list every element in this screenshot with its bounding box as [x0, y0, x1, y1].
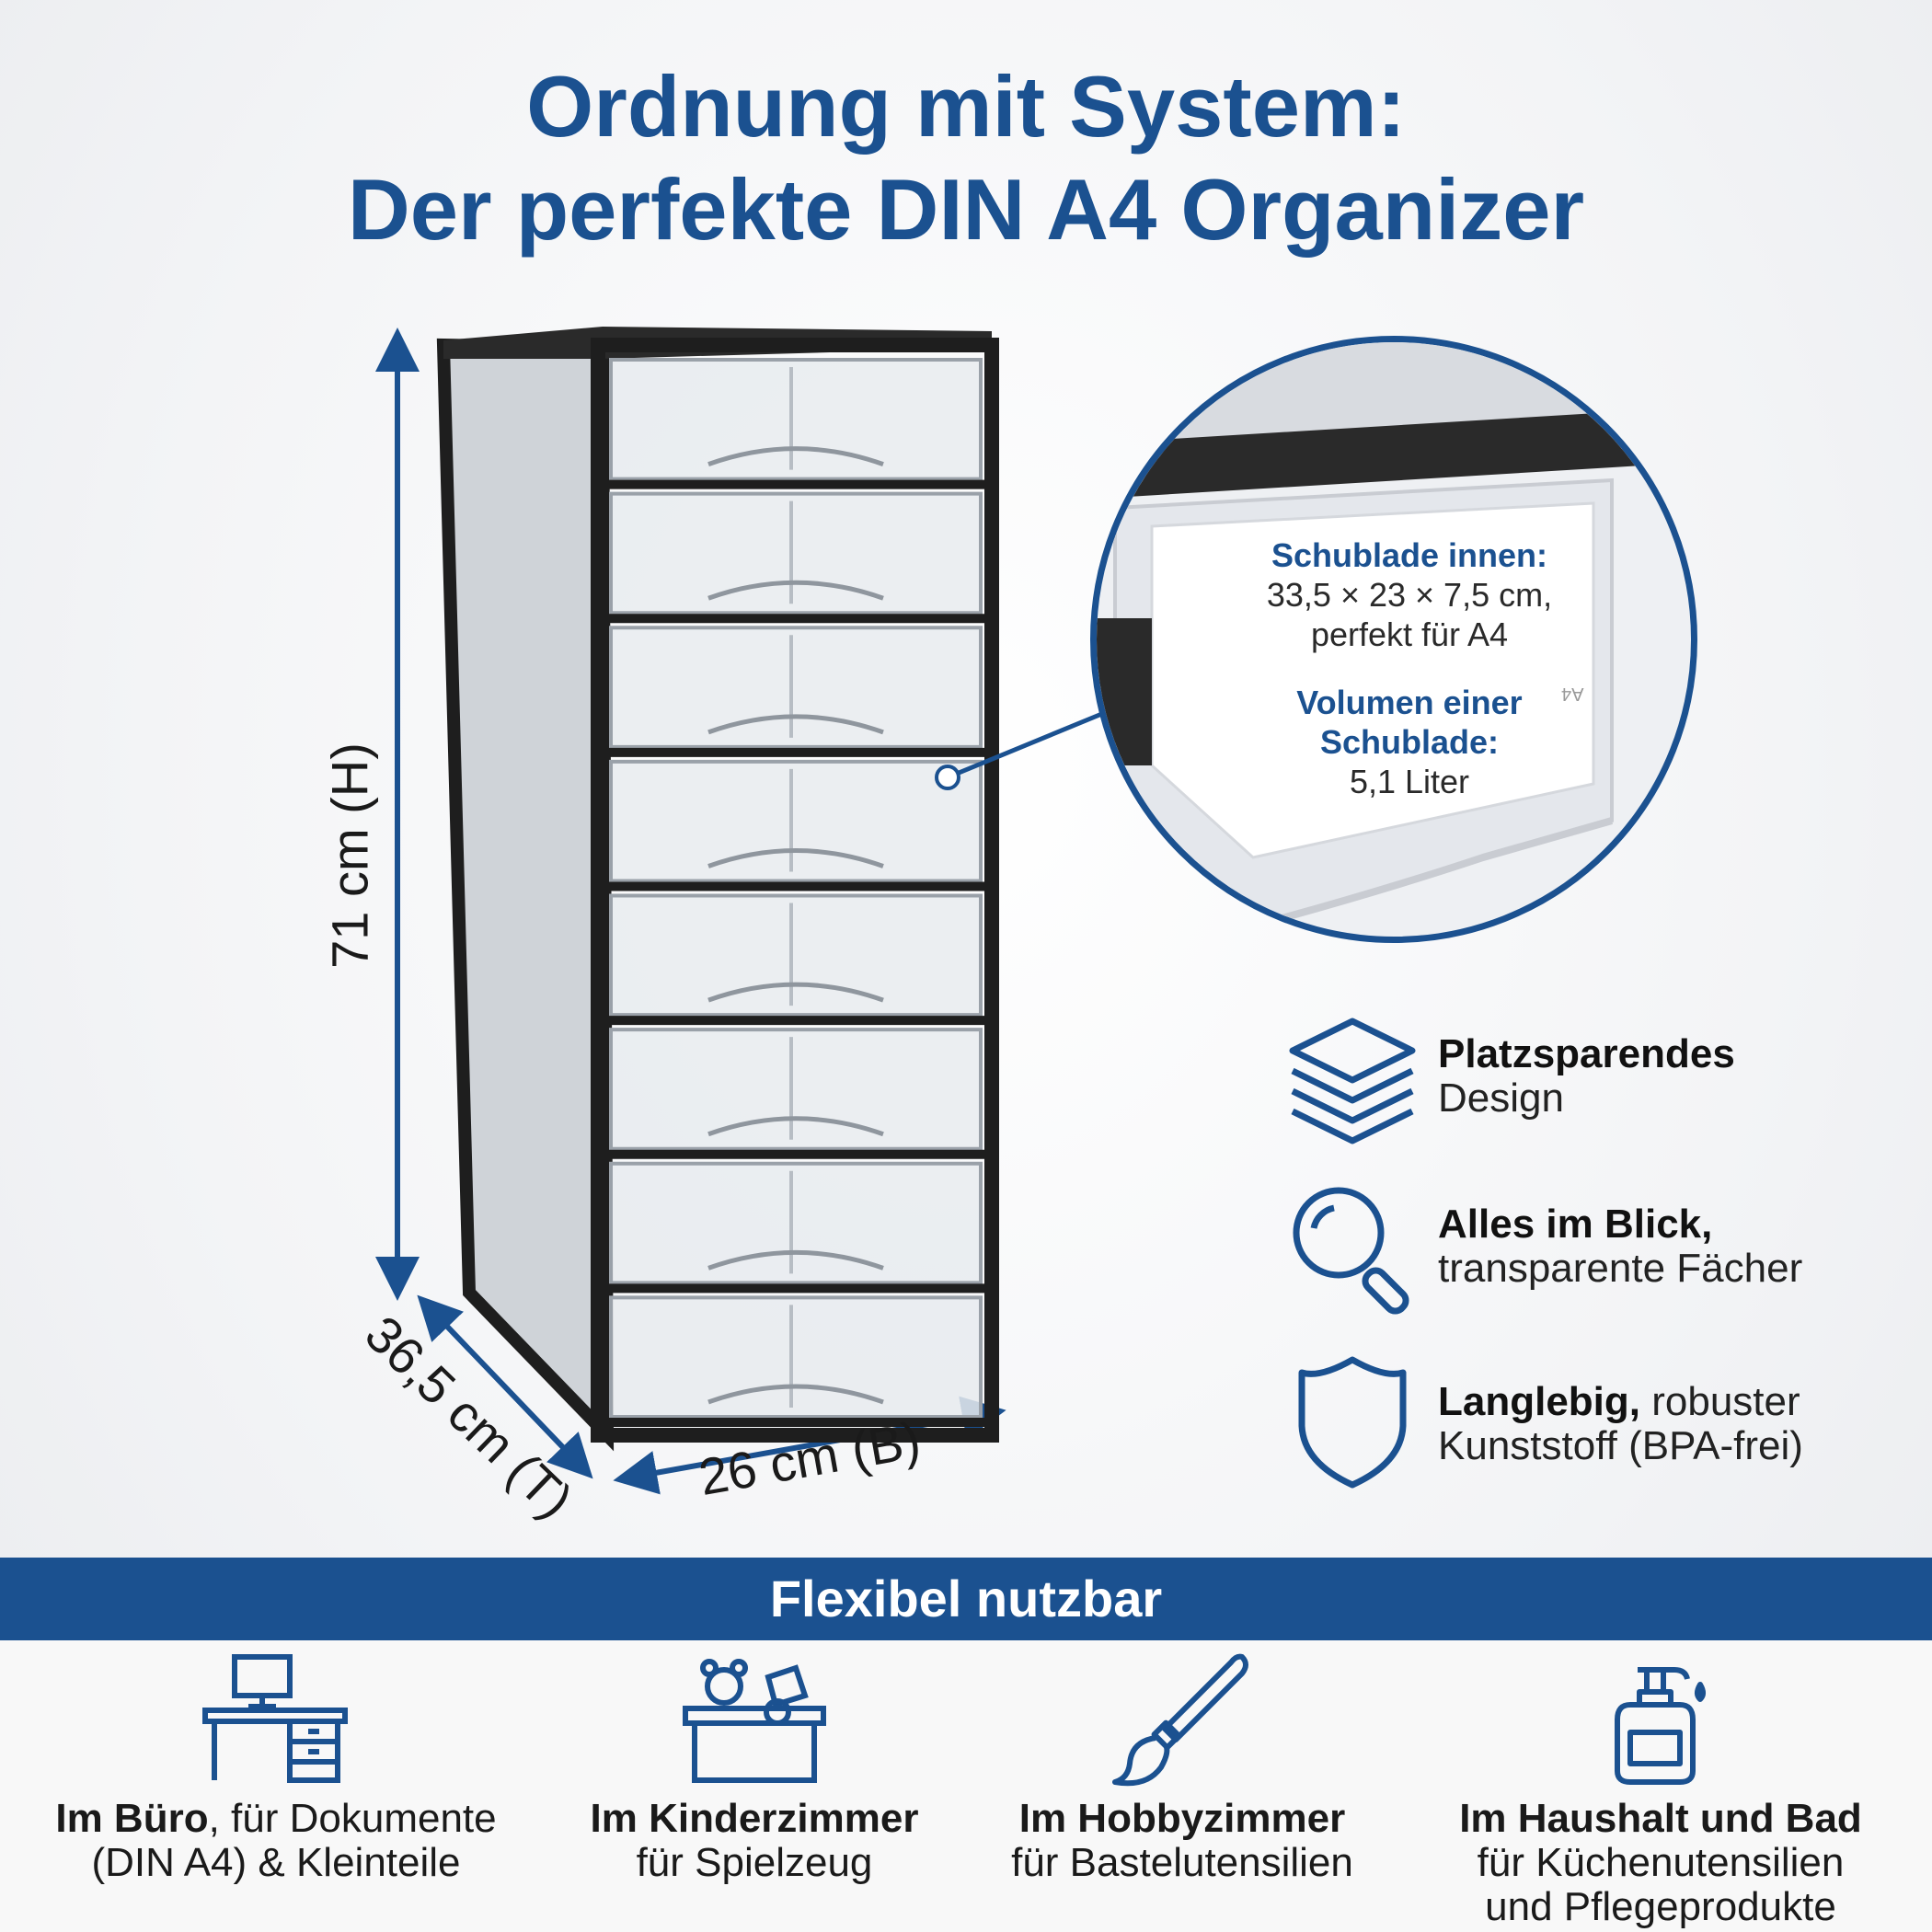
toy-box-icon: [683, 1659, 826, 1783]
drawer-tower-illustration: [375, 327, 1006, 1495]
page-title: Ordnung mit System: Der perfekte DIN A4 …: [0, 55, 1932, 261]
feature-2-bold: Alles im Blick,: [1438, 1202, 1713, 1247]
drawer: [602, 491, 990, 624]
drawer: [602, 358, 990, 489]
drawer: [602, 1161, 990, 1294]
feature-1-text: Design: [1438, 1075, 1564, 1121]
zoom-connector: [935, 710, 1105, 790]
use-office: Im Büro, für Dokumente (DIN A4) & Kleint…: [18, 1640, 534, 1885]
drawer: [602, 1028, 990, 1159]
paintbrush-icon: [1112, 1653, 1248, 1787]
feature-3-bold: Langlebig,: [1438, 1379, 1640, 1424]
volume-text: Volumen einer Schublade: 5,1 Liter: [1235, 683, 1584, 801]
title-line-2: Der perfekte DIN A4 Organizer: [347, 161, 1585, 258]
inner-label: Schublade innen:: [1271, 536, 1548, 574]
inner-dimensions-text: Schublade innen: 33,5 × 23 × 7,5 cm, per…: [1235, 535, 1584, 654]
inner-value-2: perfekt für A4: [1310, 615, 1509, 653]
feature-3-text: Kunststoff (BPA-frei): [1438, 1423, 1803, 1468]
drawer: [602, 626, 990, 757]
volume-value: 5,1 Liter: [1349, 763, 1470, 800]
use-1-rest: , für Dokumente: [208, 1796, 497, 1841]
paper-mark: A4: [1561, 684, 1584, 704]
drawer-detail-zoom: Schublade innen: 33,5 × 23 × 7,5 cm, per…: [1090, 336, 1697, 943]
use-1-bold: Im Büro: [55, 1796, 209, 1841]
desk-icon: [202, 1654, 348, 1783]
title-line-1: Ordnung mit System:: [526, 58, 1406, 155]
use-kids-room: Im Kinderzimmer für Spielzeug: [552, 1640, 957, 1885]
soap-dispenser-icon: [1615, 1667, 1706, 1785]
magnifier-icon: [1293, 1187, 1409, 1315]
feature-2-text: transparente Fächer: [1438, 1246, 1803, 1291]
drawer: [602, 759, 990, 891]
shield-icon: [1298, 1356, 1407, 1489]
use-4-line-2: für Küchenutensilien: [1477, 1840, 1845, 1885]
use-3-line-2: für Bastelutensilien: [1011, 1840, 1353, 1885]
drawer-stack: [602, 358, 990, 1427]
usage-section: Im Büro, für Dokumente (DIN A4) & Kleint…: [0, 1640, 1932, 1932]
inner-value-1: 33,5 × 23 × 7,5 cm,: [1266, 576, 1553, 614]
layers-icon: [1289, 1018, 1416, 1144]
use-household-bath: Im Haushalt und Bad für Küchenutensilien…: [1408, 1640, 1914, 1929]
volume-label-1: Volumen einer: [1296, 684, 1523, 721]
tower-front-frame: [591, 338, 999, 1443]
drawer: [602, 1295, 990, 1427]
use-4-bold: Im Haushalt und Bad: [1459, 1796, 1862, 1841]
depth-arrow: [417, 1294, 593, 1479]
usage-banner: Flexibel nutzbar: [0, 1558, 1932, 1640]
use-2-line-2: für Spielzeug: [636, 1840, 873, 1885]
use-2-bold: Im Kinderzimmer: [590, 1796, 919, 1841]
feature-1-bold: Platzsparendes: [1438, 1031, 1735, 1076]
drawer: [602, 893, 990, 1026]
use-hobby-room: Im Hobbyzimmer für Bastelutensilien: [975, 1640, 1389, 1885]
use-1-line-2: (DIN A4) & Kleinteile: [91, 1840, 461, 1885]
feature-3-bold-rest: robuster: [1640, 1379, 1800, 1424]
use-3-bold: Im Hobbyzimmer: [1018, 1796, 1346, 1841]
volume-label-2: Schublade:: [1319, 723, 1500, 761]
use-4-line-3: und Pflegeprodukte: [1485, 1884, 1836, 1929]
